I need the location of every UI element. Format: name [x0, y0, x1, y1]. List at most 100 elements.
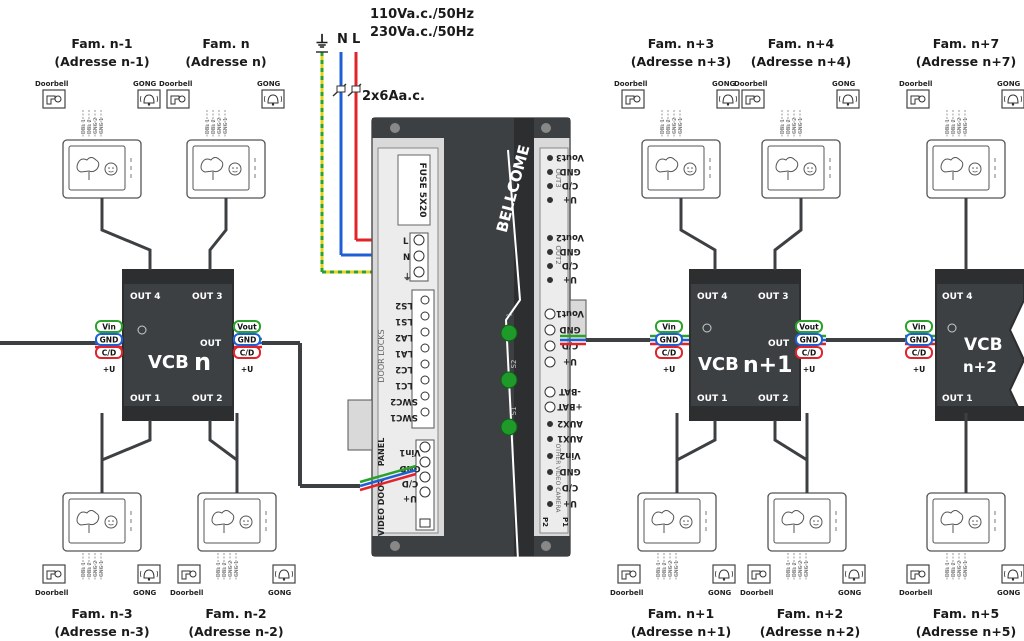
lock-terminal-screw: [420, 343, 430, 353]
gng2-label: GNG 2: [792, 118, 798, 134]
psu-panel-wires: [359, 464, 417, 484]
doorbell-button-icon: [747, 564, 771, 584]
right-terminal-screw: [544, 308, 556, 320]
doorbell-label: Doorbell: [899, 80, 932, 88]
gong-icon: [716, 89, 740, 109]
far-in-plus-u-label: +U: [913, 365, 925, 374]
lock-label-lc2: LC2: [395, 364, 413, 374]
left-in-cd-label: C/D: [102, 349, 116, 358]
right-terminal-screw: [547, 263, 553, 269]
far-in-cd-label-pill: [905, 346, 933, 359]
right-terminal-label: U+: [563, 356, 577, 366]
psu-left-cd-label: C/D: [402, 478, 418, 488]
doorbell-button-icon: [42, 564, 66, 584]
dbl1-label: DBL 1: [945, 562, 951, 577]
dbl2-label: DBL 2: [786, 119, 792, 134]
s2-led: [500, 371, 518, 389]
vcb-module-n1: [689, 269, 801, 421]
gng1-label: GNG 1: [223, 118, 229, 134]
gong-icon: [137, 564, 161, 584]
fam-addr-n7: (Adresse n+7): [916, 54, 1016, 69]
doorbell-button-icon: [621, 89, 645, 109]
ground-symbol: ⏚: [314, 32, 330, 51]
left-in-cd-label-pill: [95, 346, 123, 359]
left-out-gnd-label-pill: [233, 333, 261, 346]
lock-label-ls1: LS1: [395, 316, 413, 326]
mid-in-cd-label-pill: [655, 346, 683, 359]
vcb-n1-out3: OUT 3: [758, 292, 789, 302]
right-terminal-label: U+: [563, 194, 577, 204]
gong-icon: [272, 564, 296, 584]
mid-in-gnd-label-pill: [655, 333, 683, 346]
right-terminal-screw: [547, 485, 553, 491]
psu-right-terminals: Vout3GNDC/DU+Vout2GNDC/DU+Vout1GNDC/DU+-…: [544, 152, 584, 508]
gng1-label: GNG 1: [804, 561, 810, 577]
doorbell-button-icon: [42, 89, 66, 109]
video-monitor-icon: [641, 139, 721, 199]
s1-led: [500, 418, 518, 436]
breaker-label: 2x6Aa.c.: [362, 89, 425, 104]
gng2-label: GNG 2: [228, 561, 234, 577]
vcb-n-out: OUT: [200, 339, 222, 349]
lock-terminal-screw: [420, 375, 430, 385]
lock-label-la2: LA2: [395, 332, 413, 342]
lock-label-swc2: SWC2: [390, 396, 418, 406]
gong-icon: [836, 89, 860, 109]
far-in-vin-label-pill: [905, 320, 933, 333]
power-led: [500, 324, 518, 342]
cable-vcb-n-out1: [100, 420, 152, 493]
dbl2-label: DBL 2: [211, 119, 217, 134]
dbl2-label: DBL 2: [662, 562, 668, 577]
right-terminal-label: U+: [563, 274, 577, 284]
right-terminal-label: C/D: [562, 260, 578, 270]
left-in-plus-u-label: +U: [103, 365, 115, 374]
cable-vcb-n1-out3: [773, 198, 803, 270]
left-in-vin-label: Vin: [102, 323, 116, 332]
vcb-n1-title: VCB: [698, 354, 739, 375]
dbl1-label: DBL 1: [205, 119, 211, 134]
gong-icon: [1001, 89, 1024, 109]
vcb-n-out2: OUT 2: [192, 394, 223, 404]
gng2-label: GNG 2: [93, 561, 99, 577]
dbl1-label: DBL 1: [945, 119, 951, 134]
right-terminal-label: Vin2: [559, 450, 580, 460]
fam-label-n-3: Fam. n-3: [71, 606, 132, 621]
video-monitor-icon: [761, 139, 841, 199]
gng2-label: GNG 2: [672, 118, 678, 134]
cable-vcb-n-out3: [208, 198, 228, 270]
doorbell-label: Doorbell: [159, 80, 192, 88]
vcb-n1-out: OUT: [768, 339, 790, 349]
video-monitor-icon: [197, 492, 277, 552]
p1-label: P1: [561, 517, 569, 527]
fam-label-n4: Fam. n+4: [768, 36, 835, 51]
door-label: DOOR: [377, 479, 386, 505]
gong-icon: [137, 89, 161, 109]
fam-addr-n-1: (Adresse n-1): [54, 54, 149, 69]
doorbell-label: Doorbell: [35, 589, 68, 597]
psu-panel-wires: [359, 472, 417, 492]
gng1-label: GNG 1: [798, 118, 804, 134]
door-locks-label: DOOR LOCKS: [377, 329, 386, 382]
dbl2-label: DBL 2: [951, 119, 957, 134]
right-terminal-label: Vout3: [556, 152, 584, 162]
fam-addr-n-2: (Adresse n-2): [188, 624, 283, 639]
right-terminal-screw: [547, 169, 553, 175]
cable-vcb-n-out2: [208, 420, 239, 493]
tilde-label: ~: [505, 311, 513, 321]
video-label: VIDEO: [377, 508, 386, 536]
right-terminal-label: +BAT: [557, 401, 583, 411]
right-terminal-screw: [544, 386, 556, 398]
gong-label: GONG: [997, 80, 1021, 88]
gng1-label: GNG 1: [963, 118, 969, 134]
vcb-n-out1: OUT 1: [130, 394, 161, 404]
mains-terminals: [409, 232, 429, 282]
doorbell-button-icon: [617, 564, 641, 584]
gng1-label: GNG 1: [678, 118, 684, 134]
other-camera-label: OTHER VIDEO CAMERA: [554, 444, 561, 514]
gng1-label: GNG 1: [674, 561, 680, 577]
